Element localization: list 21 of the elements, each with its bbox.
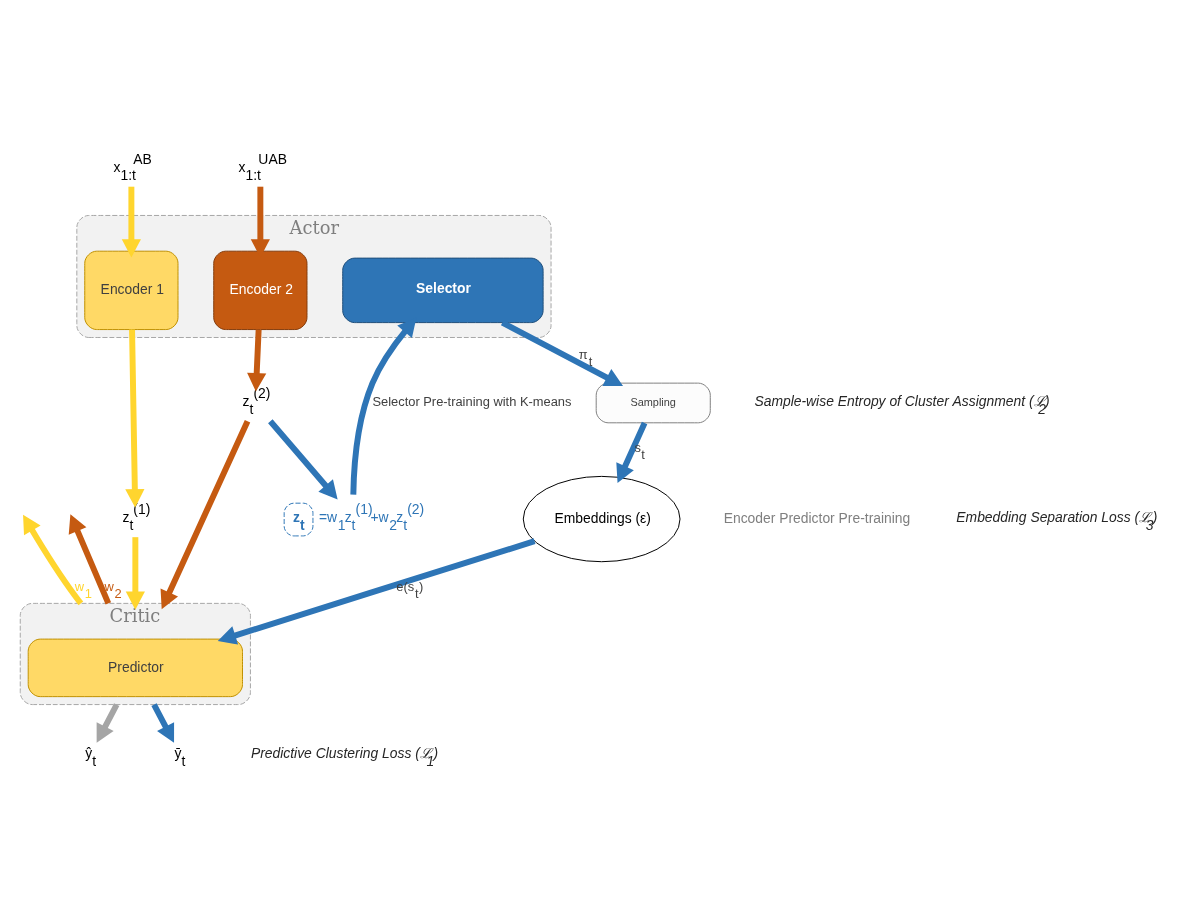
arrow — [121, 186, 141, 258]
arrow — [125, 329, 145, 507]
arrow — [268, 418, 338, 499]
node-box: Encoder 2 — [213, 250, 308, 330]
arrow — [247, 329, 267, 391]
arrow — [96, 702, 120, 743]
arrow — [217, 537, 536, 645]
node-box: Selector — [342, 257, 544, 323]
node-ellipse: Embeddings (ε) — [522, 475, 681, 562]
arrow — [151, 702, 175, 743]
node-box: Encoder 1 — [84, 250, 179, 330]
arrow — [160, 419, 251, 609]
arrow — [68, 513, 112, 605]
node-box: Predictor — [27, 638, 243, 697]
arrow — [125, 536, 145, 610]
edge-label: Selector Pre-training with K-means — [372, 393, 572, 409]
node-box: Sampling — [595, 382, 711, 423]
label: Encoder Predictor Pre-training — [723, 509, 911, 526]
arrow — [23, 514, 84, 605]
arrow — [616, 421, 648, 483]
arrow — [500, 319, 623, 386]
